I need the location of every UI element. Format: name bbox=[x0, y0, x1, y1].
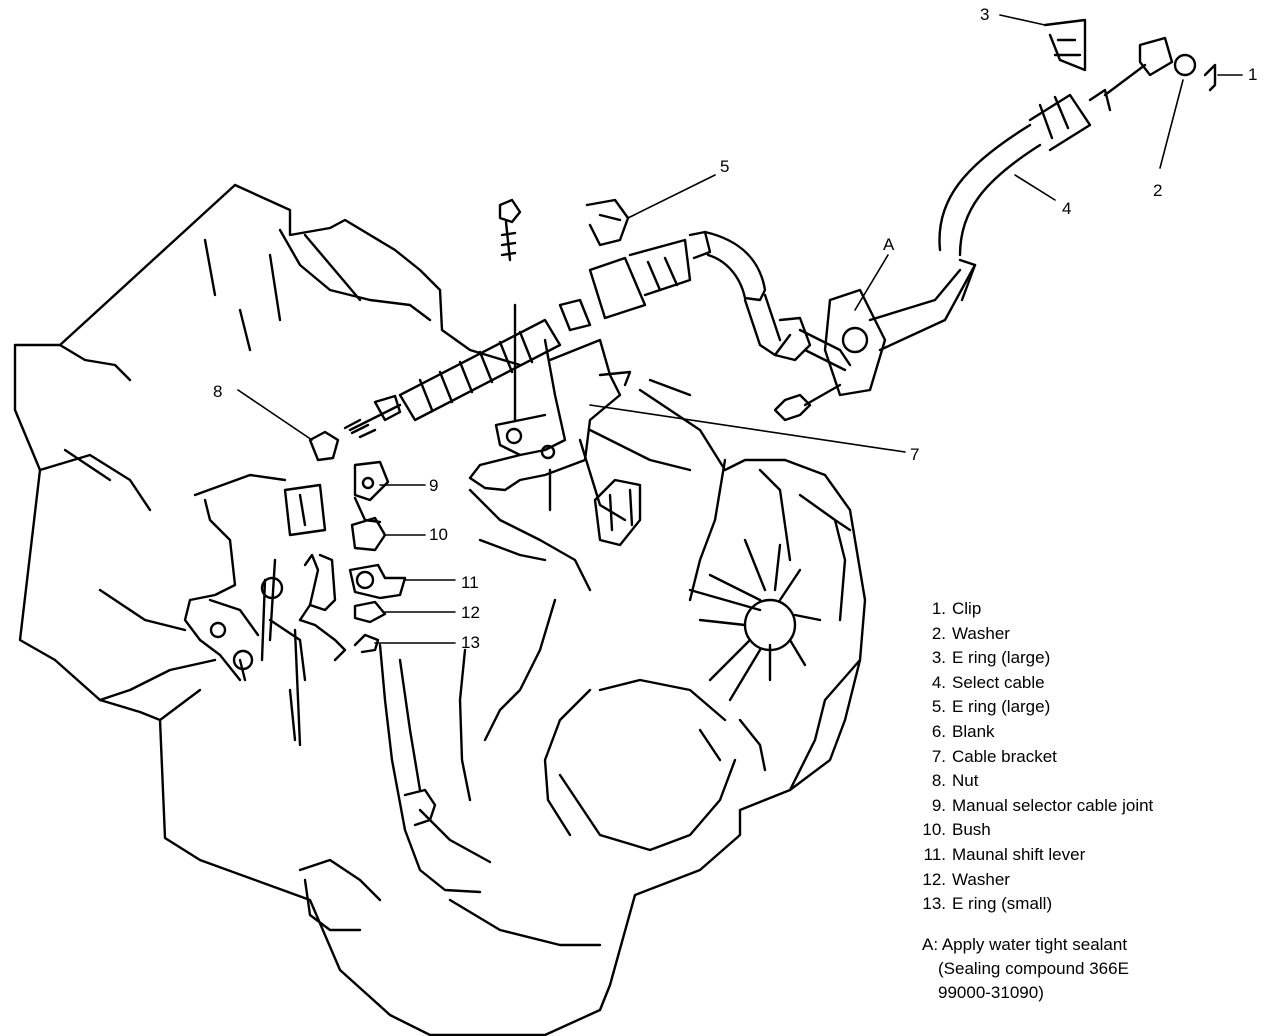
parts-legend: 1.Clip 2.Washer 3.E ring (large) 4.Selec… bbox=[922, 597, 1153, 1005]
transaxle-housing bbox=[13, 183, 867, 1036]
legend-item: 13.E ring (small) bbox=[922, 894, 1053, 914]
legend-item: 10.Bush bbox=[922, 820, 991, 840]
legend-item: 5.E ring (large) bbox=[931, 697, 1051, 717]
legend-item: 4.Select cable bbox=[931, 672, 1045, 692]
callout-a: A bbox=[883, 235, 895, 254]
callout-11: 11 bbox=[461, 573, 479, 592]
legend-item: 11.Maunal shift lever bbox=[923, 844, 1086, 864]
callout-7: 7 bbox=[910, 445, 920, 464]
sealant-note: A: Apply water tight sealant (Sealing co… bbox=[922, 933, 1153, 1005]
legend-item: 6.Blank bbox=[931, 721, 995, 741]
legend-item: 7.Cable bracket bbox=[931, 746, 1057, 766]
callout-8: 8 bbox=[213, 382, 223, 401]
legend-item: 2.Washer bbox=[931, 623, 1010, 643]
leader-lines bbox=[237, 14, 1243, 644]
callout-13: 13 bbox=[461, 633, 480, 652]
legend-item: 3.E ring (large) bbox=[931, 648, 1051, 668]
callout-5: 5 bbox=[720, 157, 730, 176]
callout-4: 4 bbox=[1062, 199, 1072, 218]
legend-item: 9.Manual selector cable joint bbox=[931, 795, 1154, 815]
callout-3: 3 bbox=[980, 5, 990, 24]
sealant-note-line: 99000-31090) bbox=[938, 982, 1044, 1002]
callout-1: 1 bbox=[1248, 65, 1258, 84]
select-cable-assembly bbox=[283, 18, 1217, 662]
sealant-note-line: A: Apply water tight sealant bbox=[922, 934, 1128, 954]
sealant-note-line: (Sealing compound 366E bbox=[938, 958, 1129, 978]
legend-item: 12.Washer bbox=[922, 869, 1010, 889]
callout-2: 2 bbox=[1153, 181, 1163, 200]
legend-item: 1.Clip bbox=[931, 599, 982, 618]
callout-9: 9 bbox=[429, 476, 439, 495]
callout-10: 10 bbox=[429, 525, 448, 544]
legend-item: 8.Nut bbox=[931, 771, 979, 791]
callout-12: 12 bbox=[461, 603, 480, 622]
